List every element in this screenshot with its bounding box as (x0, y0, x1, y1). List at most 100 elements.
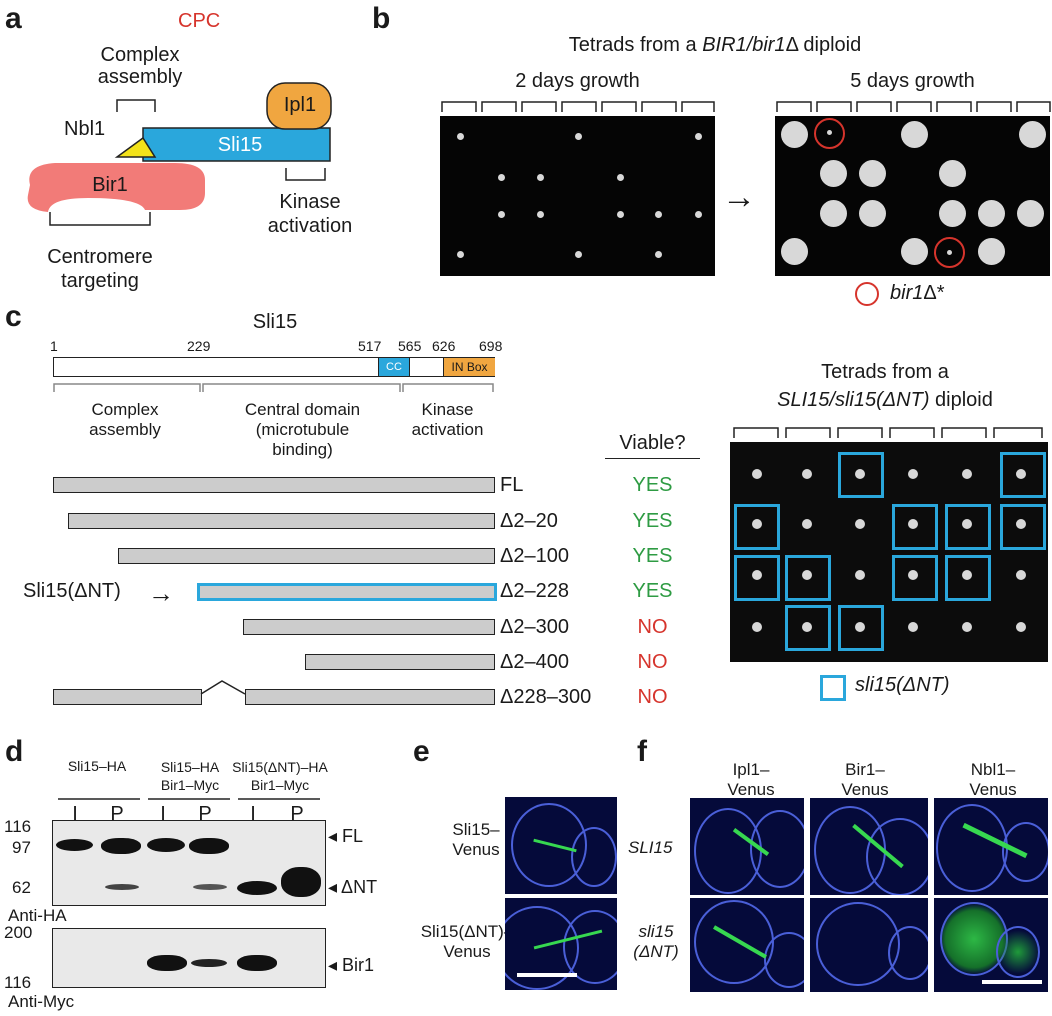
plate2-label: 5 days growth (850, 70, 975, 92)
bir1-circle-1 (814, 118, 845, 149)
dnt-box (785, 555, 831, 601)
dnt-box (892, 504, 938, 550)
pos-229: 229 (187, 338, 211, 354)
deletion-junction (200, 680, 246, 695)
scale-bar (517, 973, 577, 977)
cpc-label: CPC (178, 10, 221, 32)
e-row-dnt: Sli15(ΔNT)– Venus (420, 922, 514, 961)
dnt-box (838, 605, 884, 651)
construct-bar-d2-20 (68, 513, 495, 529)
bir1-label: Bir1 (92, 174, 128, 196)
tetrad-brackets-b (441, 101, 1051, 112)
f-image-bir1-dnt (810, 898, 928, 992)
tetrad-brackets-c (733, 427, 1043, 438)
bir1-legend-label: bir1Δ* (890, 282, 945, 304)
dnt-box (734, 555, 780, 601)
f-row-sli15: SLI15 (628, 838, 673, 857)
anti-ha-label: Anti-HA (8, 906, 67, 925)
dnt-box (838, 452, 884, 498)
cpc-diagram (27, 82, 332, 226)
band-bir1: ◂ Bir1 (328, 955, 375, 975)
bir1-legend-icon (855, 282, 879, 306)
dnt-box (785, 605, 831, 651)
arrow-right: → (722, 178, 756, 216)
plate-2-days (440, 116, 715, 276)
f-image-nbl1-sli15 (934, 798, 1048, 895)
construct-bar-d228-300-b (245, 689, 495, 705)
lane-i-3: I (250, 803, 256, 825)
construct-bar-d2-300 (243, 619, 495, 635)
plate1-label: 2 days growth (515, 70, 640, 92)
dnt-box (945, 555, 991, 601)
construct-label-d2-400: Δ2–400 (500, 651, 569, 673)
dnt-box (1000, 504, 1046, 550)
construct-bar-d2-400 (305, 654, 495, 670)
dnt-box (734, 504, 780, 550)
domain-complex-assembly: Complex assembly (89, 400, 161, 439)
pos-517: 517 (358, 338, 382, 354)
western-blot-myc (52, 928, 326, 988)
viable-d2-100: YES (632, 545, 673, 567)
construct-label-d2-100: Δ2–100 (500, 545, 569, 567)
lane-dnt-ha-bir1: Sli15(ΔNT)–HA Bir1–Myc (232, 759, 328, 793)
f-col-nbl1: Nbl1– Venus (969, 760, 1017, 799)
inbox-domain: IN Box (443, 358, 495, 376)
f-col-ipl1: Ipl1– Venus (727, 760, 775, 799)
f-image-bir1-sli15 (810, 798, 928, 895)
marker-116: 116 (4, 817, 32, 836)
lane-i-2: I (160, 803, 166, 825)
centromere-targeting-label: Centromere targeting (47, 246, 153, 292)
viable-d2-228: YES (632, 580, 673, 602)
dnt-legend-icon (820, 675, 846, 701)
marker-200: 200 (4, 923, 33, 942)
marker-116-b: 116 (4, 973, 32, 992)
cc-domain: CC (378, 358, 410, 376)
construct-bar-d2-228 (197, 583, 497, 601)
dnt-arrow: → (148, 578, 174, 608)
dnt-box (892, 555, 938, 601)
marker-62: 62 (12, 878, 31, 897)
f-image-ipl1-sli15 (690, 798, 804, 895)
panel-label-e: e (413, 735, 430, 768)
marker-97: 97 (12, 838, 31, 857)
bir1-circle-2 (934, 237, 965, 268)
construct-bar-d228-300-a (53, 689, 202, 705)
viable-d2-20: YES (632, 510, 673, 532)
e-image-sli15 (505, 797, 617, 894)
sli15-map (53, 357, 495, 377)
ipl1-label: Ipl1 (283, 94, 317, 116)
western-blot-ha (52, 820, 326, 906)
dnt-box (945, 504, 991, 550)
plate-sli15 (730, 442, 1048, 662)
lane-p-1: P (110, 803, 124, 825)
plate-5-days (775, 116, 1050, 276)
panel-label-f: f (637, 735, 647, 768)
f-row-dnt: sli15 (ΔNT) (633, 922, 679, 961)
panel-c-title: Sli15 (252, 311, 298, 333)
construct-label-d2-228: Δ2–228 (500, 580, 569, 602)
domain-central: Central domain (microtubule binding) (244, 400, 361, 459)
viable-fl: YES (632, 474, 673, 496)
viable-d228-300: NO (637, 686, 668, 708)
pos-1: 1 (50, 338, 58, 354)
panel-label-b: b (372, 2, 391, 35)
construct-label-d228-300: Δ228–300 (500, 686, 592, 708)
dnt-box (1000, 452, 1046, 498)
dnt-label: Sli15(ΔNT) (23, 580, 121, 602)
band-fl: ◂ FL (328, 826, 364, 846)
band-dnt: ◂ ΔNT (328, 877, 378, 897)
lane-p-2: P (198, 803, 212, 825)
lane-sli15-ha-bir1: Sli15–HA Bir1–Myc (160, 759, 220, 793)
pos-565: 565 (398, 338, 422, 354)
panel-b-title: Tetrads from a BIR1/bir1Δ diploid (568, 34, 862, 56)
panel-label-d: d (5, 735, 24, 768)
f-image-ipl1-dnt (690, 898, 804, 992)
pos-626: 626 (432, 338, 456, 354)
complex-assembly-label: Complex assembly (97, 44, 183, 88)
e-row-sli15: Sli15– Venus (452, 820, 500, 859)
lane-sli15-ha: Sli15–HA (67, 758, 127, 774)
lane-i-1: I (72, 803, 78, 825)
construct-bar-fl (53, 477, 495, 493)
lane-underlines (58, 798, 320, 800)
